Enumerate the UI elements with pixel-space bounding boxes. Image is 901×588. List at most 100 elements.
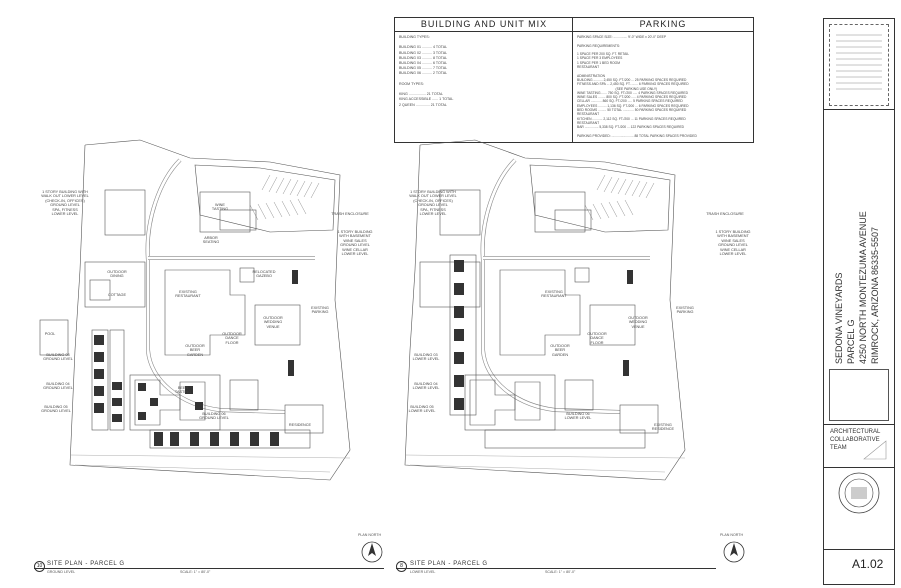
parking-line: WINE SALES ........ 800 SQ. FT./200 ....… — [577, 95, 687, 100]
parking-line: CELLAR ............ 860 SQ. FT./200 ....… — [577, 99, 683, 104]
parking-line: WINE TASTING ...... 750 SQ. FT./200 ....… — [577, 90, 688, 95]
revision-grid — [829, 369, 889, 421]
caption-right-rule — [396, 568, 716, 569]
parking-line: KITCHEN ........... 2,112 SQ. FT./200 ..… — [577, 116, 686, 121]
parking-line: BAR ............... 5,338 SQ. FT./200 ..… — [577, 125, 685, 130]
label-trash: TRASH ENCLOSURE — [331, 212, 369, 216]
unit-mix-line: BUILDING 05 .......... 7 TOTAL — [399, 66, 448, 71]
north-label-right: PLAN NORTH — [720, 533, 744, 537]
parking-title: PARKING — [573, 18, 753, 32]
parking-line: PARKING SPACE SIZE: ............... 9'-0… — [577, 35, 667, 39]
unit-mix-line: ROOM TYPES: — [399, 81, 424, 86]
site-plan-lower-level — [404, 139, 686, 481]
firm-name-3: TEAM — [830, 445, 847, 451]
parking-table: PARKING PARKING SPACE SIZE: ............… — [572, 17, 754, 143]
unit-mix-line: KING ACCESSIBLE ...... 1 TOTAL — [399, 97, 454, 102]
parking-line: PARKING REQUIREMENTS: — [577, 43, 620, 48]
label-existing-restaurant: EXISTING RESTAURANT — [175, 290, 201, 299]
parking-line: ADMINISTRATION — [577, 73, 605, 78]
parking-line: 1 SPACE PER 3 EMPLOYEES — [577, 56, 623, 61]
stamp-text-icon — [836, 34, 882, 90]
unit-mix-line: BUILDING 03 .......... 8 TOTAL — [399, 55, 448, 60]
parking-line: BUILDING .......... 2,450 SQ. FT./200 ..… — [577, 77, 687, 82]
caption-right: SITE PLAN - PARCEL G — [410, 561, 488, 567]
parking-line: EMPLOYEES ......... 1,136 SQ. FT./200 ..… — [577, 103, 689, 108]
approval-stamp-box — [829, 24, 889, 106]
label-r-b06: BUILDING 06 LOWER LEVEL — [564, 412, 592, 421]
label-r-outdoor-wedding: OUTDOOR WEDDING VENUE — [628, 316, 648, 329]
label-b04: BUILDING 04 GROUND LEVEL — [43, 382, 73, 391]
tb-rule-1 — [824, 109, 894, 110]
parking-line: RESTAURANT — [577, 120, 600, 125]
parking-line: 1 SPACE PER 200 SQ. FT. RETAIL — [577, 52, 630, 57]
project-address: 4250 NORTH MONTEZUMA AVENUE — [858, 211, 868, 364]
label-beer-garden: OUTDOOR BEER GARDEN — [185, 344, 205, 357]
label-r-b05: BUILDING 05 LOWER LEVEL — [408, 405, 436, 414]
label-outdoor-dining: OUTDOOR DINING — [107, 270, 127, 279]
label-residence: RESIDENCE — [288, 423, 312, 427]
parking-line: PARKING PROVIDED: ......................… — [577, 133, 697, 138]
architect-seal-icon — [838, 472, 880, 514]
caption-left: SITE PLAN - PARCEL G — [47, 561, 125, 567]
caption-left-rule — [34, 568, 384, 569]
label-r-beer-garden: OUTDOOR BEER GARDEN — [550, 344, 570, 357]
north-label-left: PLAN NORTH — [358, 533, 382, 537]
label-r-existing-restaurant: EXISTING RESTAURANT — [541, 290, 567, 299]
label-r-story1b: 1 STORY BUILDING WITH BASEMENT WINE SALE… — [715, 230, 751, 257]
caption-right-scale: SCALE: 1" = 80'-0" — [545, 570, 576, 574]
label-b06: BUILDING 06 GROUND LEVEL — [199, 412, 229, 421]
unit-mix-line: BUILDING TYPES: — [399, 35, 430, 39]
title-block: SEDONA VINEYARDS PARCEL G 4250 NORTH MON… — [823, 18, 895, 585]
parking-line: 1 SPACE PER 1 BED ROOM — [577, 60, 620, 65]
firm-logo-icon — [863, 440, 887, 460]
label-b03: BUILDING 03 GROUND LEVEL — [43, 353, 73, 362]
label-r-b04: BUILDING 04 LOWER LEVEL — [412, 382, 440, 391]
unit-mix-table: BUILDING AND UNIT MIX BUILDING TYPES: BU… — [394, 17, 574, 143]
label-relocated-gazebo: RELOCATED GAZEBO — [252, 270, 276, 279]
drawing-number-right: 8 — [396, 561, 407, 572]
label-cottage: COTTAGE — [107, 293, 127, 297]
label-r-dance-floor: OUTDOOR DANCE FLOOR — [587, 332, 607, 345]
caption-left-level: GROUND LEVEL — [47, 570, 76, 574]
north-arrow-right-icon — [723, 541, 745, 563]
label-outdoor-wedding: OUTDOOR WEDDING VENUE — [263, 316, 283, 329]
label-pool: POOL — [44, 332, 56, 336]
north-arrow-left-icon — [361, 541, 383, 563]
unit-mix-line: KING ................. 21 TOTAL — [399, 92, 443, 97]
unit-mix-line: BUILDING 01 .......... 4 TOTAL — [399, 45, 448, 50]
label-r-story1: 1 STORY BUILDING WITH WALK OUT LOWER LEV… — [409, 190, 457, 217]
project-city: RIMROCK, ARIZONA 86335-5507 — [870, 226, 880, 364]
label-beer-tasting: BEER TASTING — [174, 386, 192, 395]
parking-line: (SEE PARKING USE ONLY) — [577, 86, 658, 91]
tb-rule-3 — [824, 467, 894, 468]
unit-mix-line: BUILDING 06 .......... 2 TOTAL — [399, 71, 448, 76]
project-name: SEDONA VINEYARDS — [834, 272, 844, 364]
parking-line: BED ROOMS ......... 50 TOTAL ...........… — [577, 108, 687, 113]
unit-mix-lines: BUILDING TYPES: BUILDING 01 .......... 4… — [395, 32, 573, 111]
label-r-b03: BUILDING 03 LOWER LEVEL — [412, 353, 440, 362]
label-r-trash: TRASH ENCLOSURE — [706, 212, 744, 216]
tb-rule-2 — [824, 424, 894, 425]
unit-mix-line: BUILDING 02 .......... 3 TOTAL — [399, 50, 448, 55]
caption-left-scale: SCALE: 1" = 80'-0" — [180, 570, 211, 574]
label-wine-tasting: WINE TASTING — [211, 203, 229, 212]
unit-mix-line: BUILDING 04 .......... 6 TOTAL — [399, 61, 448, 66]
unit-mix-title: BUILDING AND UNIT MIX — [395, 18, 573, 32]
project-parcel: PARCEL G — [846, 319, 856, 364]
label-arbor: ARBOR SEATING — [202, 236, 220, 245]
parking-line: FITNESS AND SPA ... 2,450 SQ. FT. ......… — [577, 82, 689, 87]
tb-rule-4 — [824, 549, 894, 550]
label-existing-parking: EXISTING PARKING — [311, 306, 329, 315]
label-r-existing-parking: EXISTING PARKING — [676, 306, 694, 315]
site-plan-ground-level — [39, 139, 351, 481]
parking-line: RESTAURANT — [577, 112, 600, 117]
firm-name-1: ARCHITECTURAL — [830, 429, 881, 435]
caption-right-level: LOWER LEVEL — [410, 570, 436, 574]
unit-mix-line: 2 QUEEN .............. 21 TOTAL — [399, 102, 447, 107]
parking-line: RESTAURANT — [577, 65, 600, 70]
sheet-number: A1.02 — [852, 557, 884, 571]
label-b05: BUILDING 05 GROUND LEVEL — [41, 405, 71, 414]
label-story1: 1 STORY BUILDING WITH WALK OUT LOWER LEV… — [41, 190, 89, 217]
label-story1b: 1 STORY BUILDING WITH BASEMENT WINE SALE… — [337, 230, 373, 257]
